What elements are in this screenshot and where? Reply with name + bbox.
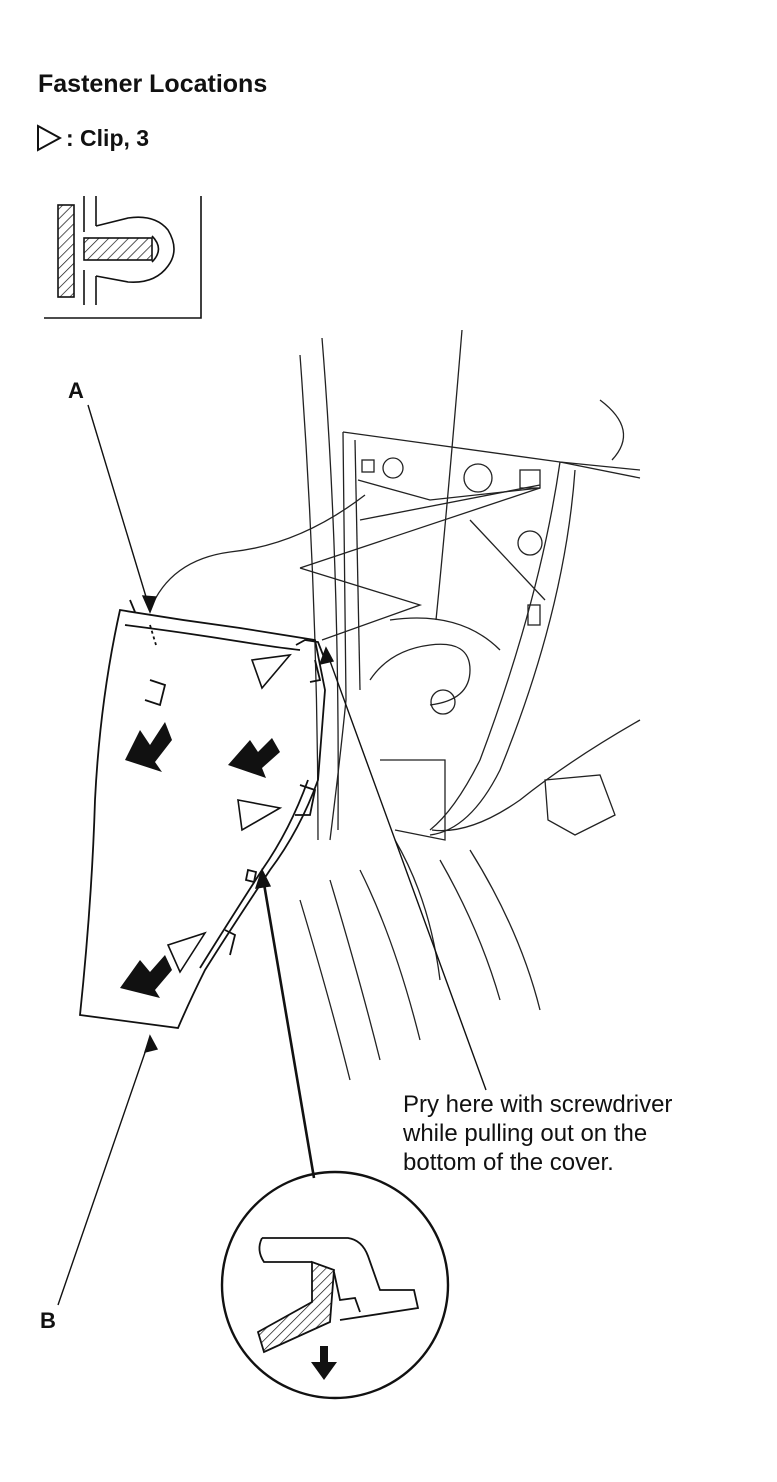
body-structure [149,329,641,1081]
pull-direction-arrow-icon [120,722,280,998]
clip-legend-label: : Clip, 3 [66,124,150,151]
clip-detail-icon [44,196,202,319]
clip-legend: : Clip, 3 [36,124,149,152]
callout-a: A [68,378,84,403]
callout-b: B [40,1308,56,1333]
leader-lines [57,404,487,1306]
instruction-text: Pry here with screwdriver while pulling … [403,1091,673,1176]
pillar-trim-cover [79,599,326,1029]
down-arrow-icon [311,1346,337,1380]
page-title: Fastener Locations [38,70,268,98]
detail-circle [220,1170,450,1400]
triangle-clip-icon [37,124,62,152]
